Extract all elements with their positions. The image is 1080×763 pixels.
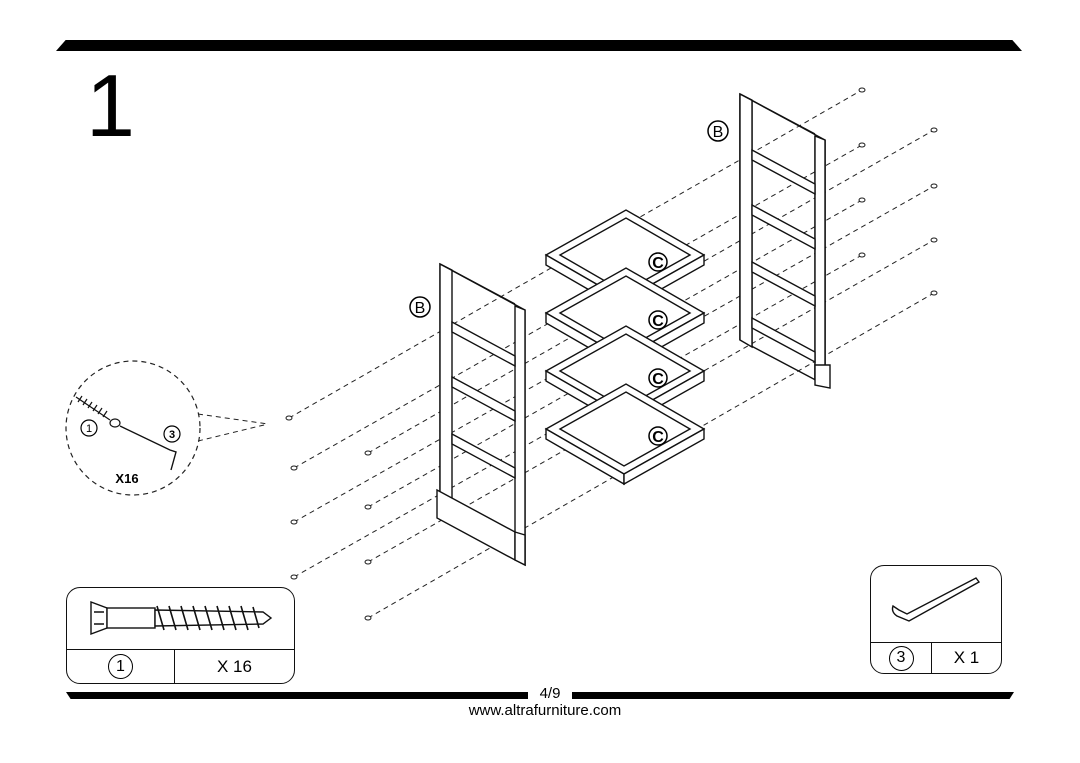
screw-marker xyxy=(930,127,938,133)
allen-key-part-row: 3 X 1 xyxy=(871,642,1001,673)
label-shelf-c: C xyxy=(648,252,668,272)
screw-marker xyxy=(364,450,372,456)
label-shelf-c: C xyxy=(648,368,668,388)
svg-text:1: 1 xyxy=(86,423,92,435)
alignment-line xyxy=(288,89,863,419)
svg-text:C: C xyxy=(652,313,664,330)
screw-marker xyxy=(930,183,938,189)
step-number: 1 xyxy=(86,56,135,155)
side-panel-front xyxy=(436,262,526,567)
label-panel-b-back: B xyxy=(707,120,729,142)
detail-label-3: 3 xyxy=(163,425,181,443)
top-rule xyxy=(56,40,1022,51)
screw-marker xyxy=(930,237,938,243)
shelf xyxy=(544,267,706,370)
svg-text:C: C xyxy=(652,255,664,272)
svg-text:3: 3 xyxy=(169,429,175,441)
shelf-labels: C C C C xyxy=(648,252,668,446)
detail-quantity: X16 xyxy=(115,471,138,486)
screw-part-row: 1 X 16 xyxy=(67,649,294,683)
svg-text:B: B xyxy=(713,124,724,141)
allen-key-part-quantity: X 1 xyxy=(953,648,980,667)
back-panel-rails xyxy=(751,148,816,364)
shelf xyxy=(544,383,706,486)
allen-key-part-box: 3 X 1 xyxy=(870,565,1002,674)
website-url: www.altrafurniture.com xyxy=(468,702,622,719)
label-shelf-c: C xyxy=(648,426,668,446)
label-panel-b-front: B xyxy=(409,296,431,318)
detail-callout: 1 3 X16 xyxy=(65,360,269,496)
screw-marker xyxy=(290,574,298,580)
screw-marker xyxy=(290,465,298,471)
screw-marker xyxy=(858,197,866,203)
front-panel-rails xyxy=(451,320,516,480)
screw-marker xyxy=(858,252,866,258)
screw-part-box: 1 X 16 xyxy=(66,587,295,684)
screw-marker xyxy=(930,290,938,296)
screw-marker xyxy=(285,415,293,421)
page-number: 4/9 xyxy=(528,685,572,702)
detail-screw-icon xyxy=(75,395,121,428)
allen-key-icon xyxy=(891,577,981,622)
detail-label-1: 1 xyxy=(80,419,98,437)
label-shelf-c: C xyxy=(648,310,668,330)
screw-part-quantity: X 16 xyxy=(217,656,252,676)
shelves xyxy=(544,209,706,486)
detail-wrench-icon xyxy=(119,425,177,471)
side-panel-back xyxy=(739,92,831,389)
screw-part-number: 1 xyxy=(67,650,175,683)
screw-marker xyxy=(364,559,372,565)
svg-text:C: C xyxy=(652,371,664,388)
screw-marker xyxy=(364,615,372,621)
screw-marker xyxy=(858,142,866,148)
screw-icon xyxy=(90,600,273,636)
screw-marker xyxy=(858,87,866,93)
screw-marker xyxy=(364,504,372,510)
footer-rule xyxy=(66,692,1014,699)
allen-key-part-number: 3 xyxy=(871,643,932,673)
svg-text:B: B xyxy=(415,300,426,317)
svg-text:C: C xyxy=(652,429,664,446)
screw-marker xyxy=(290,519,298,525)
